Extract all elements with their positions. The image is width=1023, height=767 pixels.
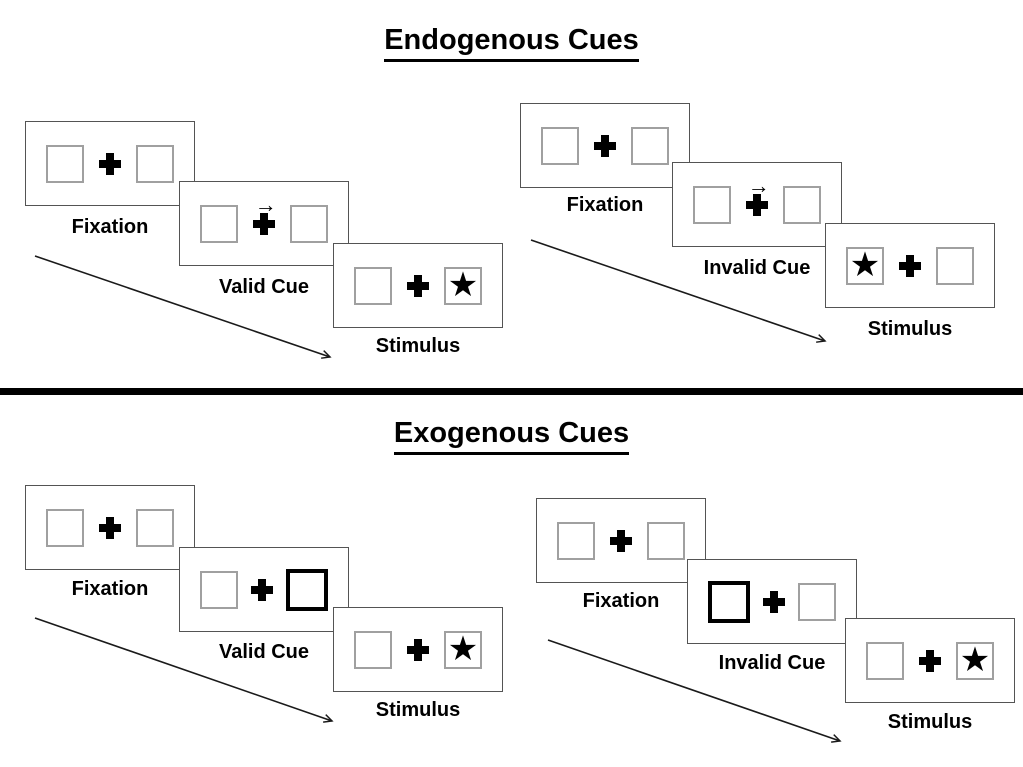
box-right — [136, 508, 174, 547]
fixation-cross-icon — [407, 638, 429, 661]
panel-center: → — [610, 529, 632, 552]
fixation-cross-icon — [899, 254, 921, 277]
box-left — [200, 570, 238, 609]
endogenous-section-title: Endogenous Cues — [0, 24, 1023, 62]
fixation-cross-icon — [610, 529, 632, 552]
panel-center: → — [763, 590, 785, 613]
valid-cue-panel: → — [179, 181, 349, 266]
panel-label: Stimulus — [375, 335, 461, 357]
box-left — [200, 204, 238, 243]
panel-label: Fixation — [71, 216, 149, 238]
panel-center: → — [99, 516, 121, 539]
fixation-cross-icon — [763, 590, 785, 613]
box-left — [354, 630, 392, 669]
box-right — [286, 568, 328, 611]
panel-center: → — [407, 638, 429, 661]
fixation-cross-icon — [594, 134, 616, 157]
target-star-icon: ★ — [447, 265, 479, 304]
box-left — [354, 266, 392, 305]
fixation-panel: → — [520, 103, 690, 188]
fixation-cross-icon — [99, 516, 121, 539]
box-right — [783, 185, 821, 224]
box-left — [46, 144, 84, 183]
panel-center: → — [407, 274, 429, 297]
panel-label: Valid Cue — [218, 276, 310, 298]
fixation-cross-icon — [99, 152, 121, 175]
box-left — [541, 126, 579, 165]
panel-center: → — [919, 649, 941, 672]
box-right — [631, 126, 669, 165]
panel-label: Fixation — [71, 578, 149, 600]
box-right: ★ — [444, 265, 482, 305]
box-right — [647, 521, 685, 560]
panel-label: Valid Cue — [218, 641, 310, 663]
box-right — [798, 582, 836, 621]
fixation-cross-icon — [407, 274, 429, 297]
box-left — [708, 580, 750, 623]
box-left — [46, 508, 84, 547]
stimulus-panel: → ★ — [333, 607, 503, 692]
box-right — [936, 246, 974, 285]
cue-arrow-icon: → — [747, 172, 770, 198]
fixation-cross-icon — [919, 649, 941, 672]
stimulus-panel: → ★ — [845, 618, 1015, 703]
stimulus-panel: ★ → — [825, 223, 995, 308]
target-star-icon: ★ — [447, 629, 479, 668]
box-left: ★ — [846, 245, 884, 285]
panel-label: Stimulus — [375, 699, 461, 721]
box-right — [290, 204, 328, 243]
fixation-cross-icon — [251, 578, 273, 601]
invalid-cue-panel: → — [687, 559, 857, 644]
box-left — [693, 185, 731, 224]
target-star-icon: ★ — [849, 245, 881, 284]
fixation-cross-icon — [746, 193, 768, 216]
panel-center: → — [253, 193, 277, 235]
panel-center: → — [746, 174, 770, 216]
fixation-panel: → — [536, 498, 706, 583]
stimulus-panel: → ★ — [333, 243, 503, 328]
panel-center: → — [899, 254, 921, 277]
box-right: ★ — [444, 629, 482, 669]
fixation-panel: → — [25, 485, 195, 570]
invalid-cue-panel: → — [672, 162, 842, 247]
panel-label: Stimulus — [887, 711, 973, 733]
panel-label: Invalid Cue — [703, 257, 811, 279]
fixation-panel: → — [25, 121, 195, 206]
section-divider — [0, 388, 1023, 395]
exogenous-section-title: Exogenous Cues — [0, 417, 1023, 455]
target-star-icon: ★ — [959, 640, 991, 679]
panel-label: Fixation — [582, 590, 660, 612]
box-right: ★ — [956, 640, 994, 680]
panel-center: → — [251, 578, 273, 601]
panel-label: Stimulus — [867, 318, 953, 340]
timeline-arrow-exogenous-valid — [34, 617, 334, 723]
box-right — [136, 144, 174, 183]
panel-center: → — [594, 134, 616, 157]
fixation-cross-icon — [253, 212, 275, 235]
timeline-arrow-endogenous-valid — [34, 255, 332, 359]
panel-label: Invalid Cue — [718, 652, 826, 674]
panel-center: → — [99, 152, 121, 175]
box-left — [557, 521, 595, 560]
box-left — [866, 641, 904, 680]
panel-label: Fixation — [566, 194, 644, 216]
cue-arrow-icon: → — [254, 191, 277, 217]
valid-cue-panel: → — [179, 547, 349, 632]
timeline-arrow-endogenous-invalid — [530, 239, 827, 343]
